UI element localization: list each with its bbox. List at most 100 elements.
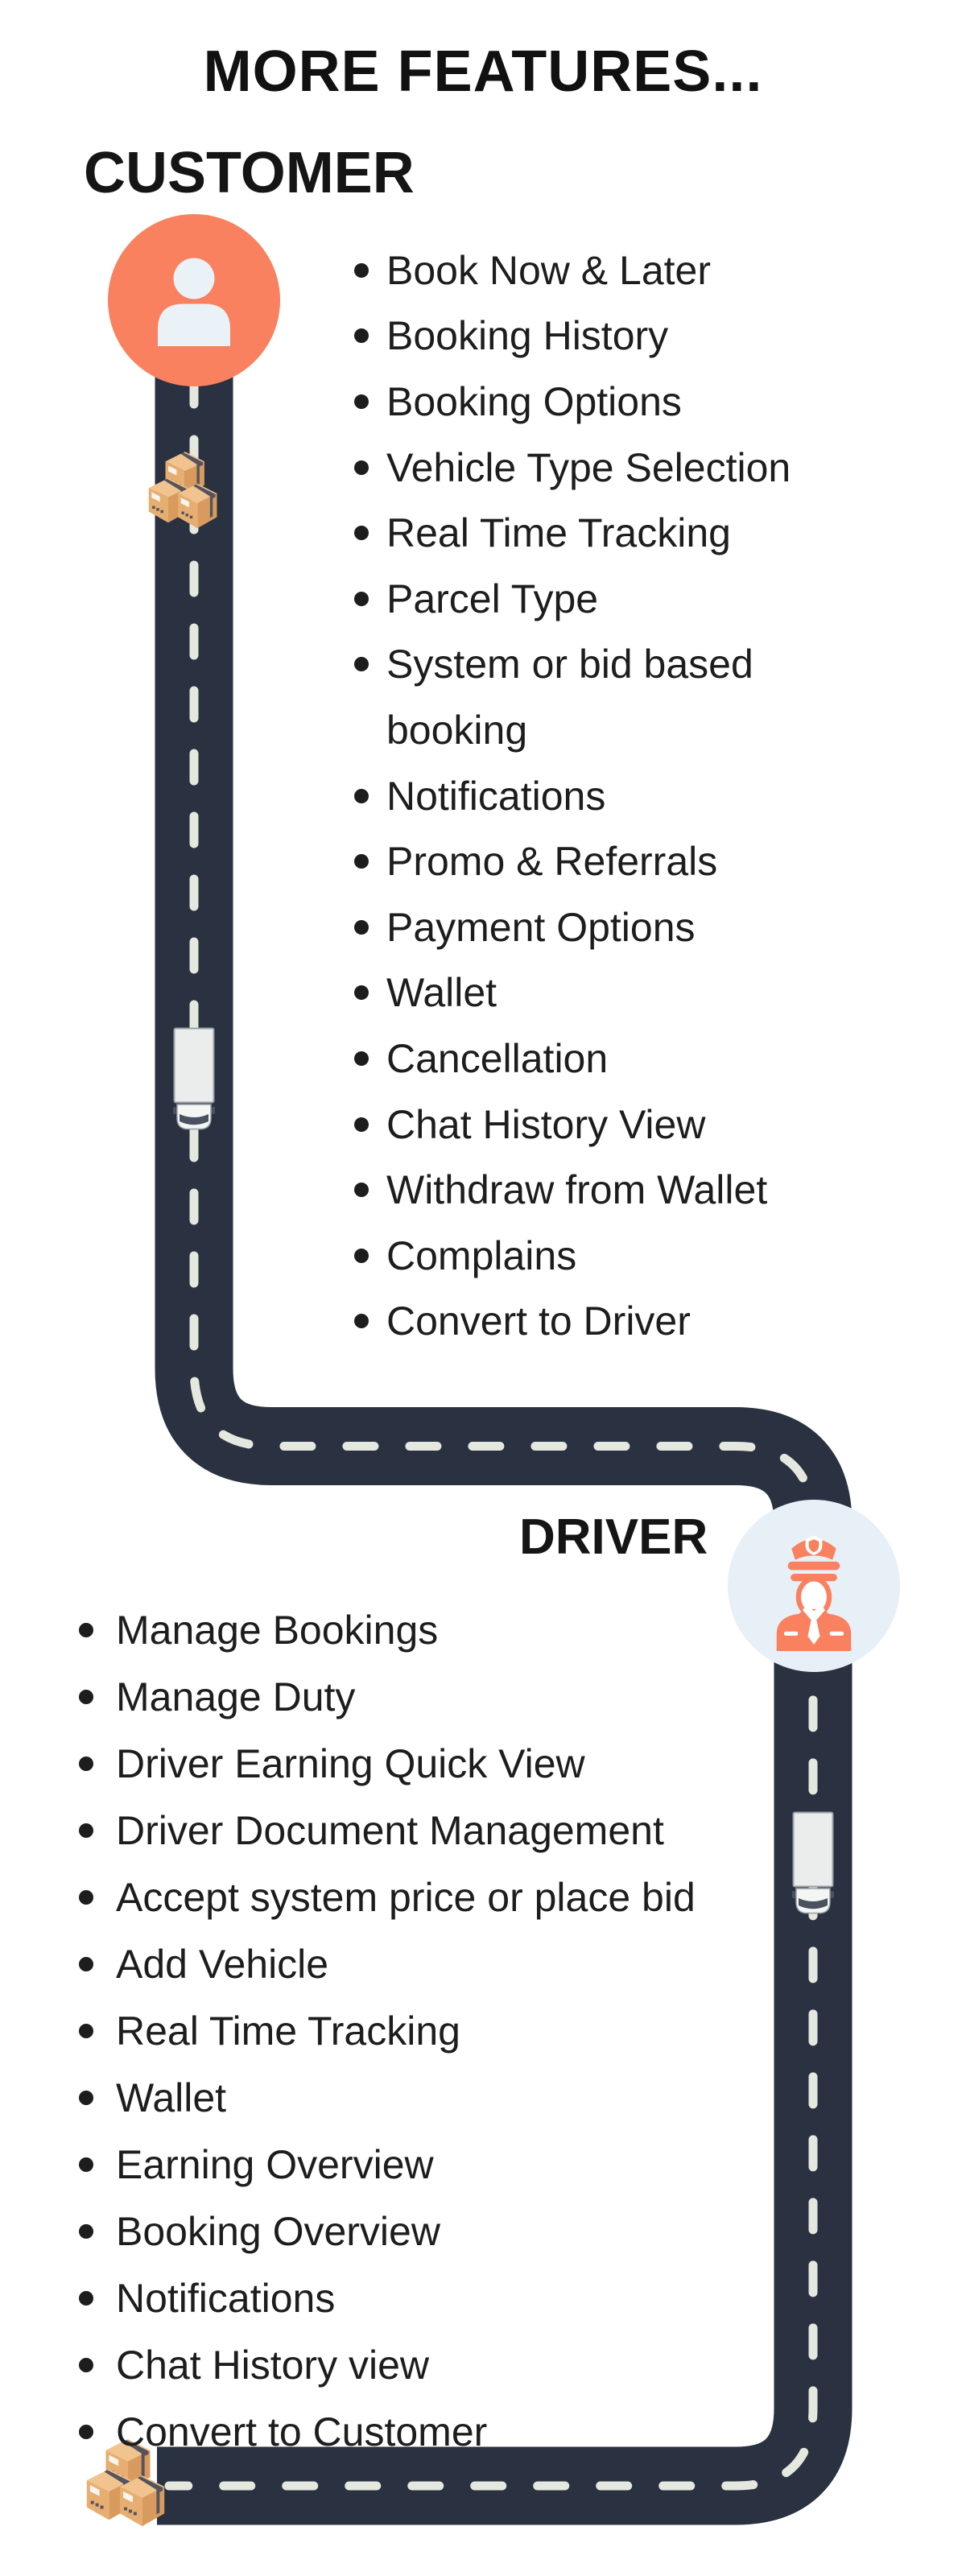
feature-item: Chat History View	[354, 1092, 791, 1158]
bullet-icon	[79, 1622, 93, 1637]
feature-item-label: Cancellation	[386, 1035, 609, 1081]
customer-avatar	[108, 214, 280, 386]
feature-item: Accept system price or place bid	[79, 1864, 696, 1930]
feature-item-label: Manage Duty	[116, 1674, 356, 1719]
bullet-icon	[79, 2357, 93, 2372]
feature-item: Chat History view	[79, 2331, 696, 2398]
feature-item-label: Booking Overview	[116, 2208, 440, 2254]
bullet-icon	[354, 394, 369, 409]
feature-item-label: Notifications	[386, 773, 606, 819]
bullet-icon	[354, 460, 369, 475]
customer-section-heading: CUSTOMER	[84, 141, 415, 205]
bullet-icon	[354, 788, 369, 803]
feature-item: Add Vehicle	[79, 1930, 696, 1997]
bullet-icon	[79, 2223, 93, 2239]
delivery-truck-icon	[173, 1027, 215, 1130]
delivery-truck-icon	[792, 1811, 834, 1914]
feature-item-label: Accept system price or place bid	[116, 1874, 696, 1920]
feature-item: Wallet	[354, 960, 791, 1026]
bullet-icon	[79, 1889, 93, 1905]
feature-item: Driver Document Management	[79, 1797, 696, 1864]
feature-item-label: Add Vehicle	[116, 1941, 329, 1987]
feature-item-label: Manage Bookings	[116, 1607, 439, 1653]
feature-item: Booking History	[354, 303, 791, 369]
road-center-line	[164, 309, 818, 2491]
feature-item: Cancellation	[354, 1026, 791, 1092]
feature-item: Promo & Referrals	[354, 828, 791, 894]
bullet-icon	[79, 2157, 93, 2172]
feature-item: Real Time Tracking	[354, 500, 791, 566]
feature-item-label: Real Time Tracking	[116, 2008, 460, 2054]
box-right	[178, 483, 217, 529]
page-title: MORE FEATURES...	[203, 39, 763, 104]
driver-avatar	[728, 1500, 900, 1672]
bullet-icon	[79, 1823, 93, 1838]
bullet-icon	[354, 919, 369, 935]
police-driver-icon	[776, 1535, 852, 1651]
bullet-icon	[354, 1117, 369, 1132]
bullet-icon	[354, 262, 369, 278]
bullet-icon	[79, 1689, 93, 1704]
feature-item-label: booking	[386, 707, 528, 753]
feature-item-label: Booking History	[386, 313, 669, 359]
feature-item-label: Book Now & Later	[386, 247, 711, 293]
feature-item: Vehicle Type Selection	[354, 435, 791, 501]
bullet-icon	[79, 2090, 93, 2105]
feature-item-label: Withdraw from Wallet	[386, 1167, 768, 1213]
feature-item-label: Driver Earning Quick View	[116, 1740, 585, 1786]
driver-section-heading: DRIVER	[519, 1509, 708, 1565]
feature-item-label: Wallet	[386, 970, 497, 1016]
feature-item: Book Now & Later	[354, 237, 791, 303]
feature-item-label: Earning Overview	[116, 2141, 434, 2187]
feature-item: Driver Earning Quick View	[79, 1730, 696, 1797]
feature-item-label: Convert to Customer	[116, 2409, 488, 2454]
feature-item: Parcel Type	[354, 566, 791, 632]
bullet-icon	[354, 1248, 369, 1263]
cardboard-boxes-icon	[148, 452, 217, 529]
feature-item: Manage Duty	[79, 1663, 696, 1730]
bullet-icon	[354, 591, 369, 606]
feature-item: Earning Overview	[79, 2131, 696, 2198]
feature-item-label: Complains	[386, 1232, 577, 1278]
bullet-icon	[354, 657, 369, 672]
feature-item-label: Promo & Referrals	[386, 839, 718, 885]
box-right	[120, 2475, 165, 2527]
feature-item: booking	[354, 697, 791, 763]
bullet-icon	[354, 1051, 369, 1066]
feature-item: Convert to Customer	[79, 2398, 696, 2465]
bullet-icon	[354, 985, 369, 1001]
person-icon	[158, 258, 230, 346]
feature-item-label: Parcel Type	[386, 576, 599, 621]
bullet-icon	[354, 328, 369, 344]
bullet-icon	[354, 1183, 369, 1198]
feature-item: Wallet	[79, 2064, 696, 2131]
feature-item-label: Chat History view	[116, 2342, 429, 2388]
feature-item: Withdraw from Wallet	[354, 1157, 791, 1223]
feature-item-label: Driver Document Management	[116, 1807, 664, 1853]
feature-item: Notifications	[354, 763, 791, 829]
feature-item-label: Wallet	[116, 2074, 227, 2120]
feature-item: Manage Bookings	[79, 1596, 696, 1663]
feature-item: Convert to Driver	[354, 1289, 791, 1355]
feature-item-label: Payment Options	[386, 904, 696, 950]
feature-item-label: Real Time Tracking	[386, 510, 731, 556]
bullet-icon	[79, 2290, 93, 2306]
bullet-icon	[354, 1314, 369, 1329]
feature-item-label: Vehicle Type Selection	[386, 444, 791, 490]
bullet-icon	[79, 2023, 93, 2038]
feature-item-label: Convert to Driver	[386, 1298, 691, 1344]
bullet-icon	[79, 1956, 93, 1971]
feature-item: Payment Options	[354, 894, 791, 960]
feature-item: System or bid based	[354, 632, 791, 698]
feature-item: Complains	[354, 1223, 791, 1289]
feature-item-label: System or bid based	[386, 642, 753, 687]
cardboard-boxes-icon	[86, 2439, 165, 2527]
feature-item: Real Time Tracking	[79, 1997, 696, 2064]
bullet-icon	[79, 2424, 93, 2439]
bullet-icon	[354, 854, 369, 869]
bullet-icon	[79, 1756, 93, 1771]
